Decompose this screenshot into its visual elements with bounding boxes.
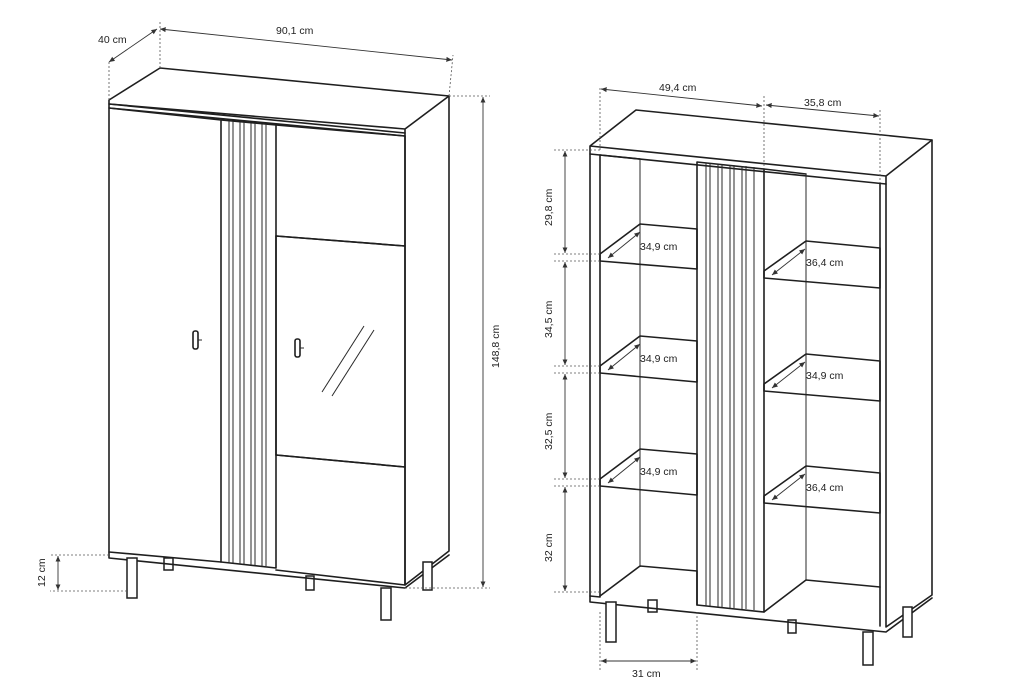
left-shelf-2-depth-label: 34,9 cm <box>640 353 678 365</box>
closed-leg-side-right <box>422 561 433 591</box>
left-door-handle-icon <box>192 330 199 350</box>
left-section-width-line <box>600 87 763 108</box>
depth-dimension-line <box>108 28 158 63</box>
closed-fluted-panel <box>220 119 277 569</box>
closed-cabinet <box>108 67 450 621</box>
leg-height-label: 12 cm <box>36 558 48 587</box>
width-label: 90,1 cm <box>276 25 314 37</box>
left-shelf-1 <box>599 223 698 270</box>
compartment-4-height-label: 32 cm <box>543 533 555 562</box>
closed-leg-front-left <box>126 557 138 599</box>
right-shelf-3-depth-arrow <box>771 473 806 501</box>
bottom-width-label: 31 cm <box>632 668 661 680</box>
closed-leg-back-right <box>305 575 315 591</box>
right-shelf-1 <box>763 240 881 289</box>
open-top-slab <box>589 109 933 185</box>
right-section-width-line <box>765 103 880 118</box>
compartment-2-height-label: 34,5 cm <box>543 300 555 338</box>
open-cabinet-dimensions: 49,4 cm 35,8 cm 29,8 cm 34,5 cm 32,5 cm … <box>543 82 881 680</box>
left-shelf-3-depth-arrow <box>607 456 641 484</box>
open-leg-side-right <box>902 606 913 638</box>
left-section-width-label: 49,4 cm <box>659 82 697 94</box>
width-dimension-line <box>159 27 453 62</box>
right-bottom-floor <box>763 579 881 613</box>
closed-left-door <box>108 107 222 563</box>
glass-reflection-line <box>321 325 365 393</box>
open-cabinet <box>589 109 933 666</box>
closed-right-door-top <box>275 124 406 247</box>
open-leg-back-left <box>647 599 658 613</box>
left-shelf-1-depth-arrow <box>607 231 641 259</box>
open-back-right <box>763 168 807 175</box>
left-shelf-2 <box>599 335 698 383</box>
open-side-panel <box>885 139 933 628</box>
right-shelf-2-depth-arrow <box>771 361 806 389</box>
left-bottom-floor <box>599 565 698 606</box>
open-left-side <box>589 153 601 598</box>
right-shelf-1-depth-arrow <box>771 248 806 276</box>
compartment-1-height-label: 29,8 cm <box>543 188 555 226</box>
left-shelf-2-depth-arrow <box>607 343 641 371</box>
open-leg-back-right <box>787 619 797 634</box>
right-shelf-3-depth-label: 36,4 cm <box>806 482 844 494</box>
open-leg-front-left <box>605 601 617 643</box>
left-shelf-3 <box>599 448 698 496</box>
open-back-left <box>599 154 641 160</box>
open-leg-front-right <box>862 631 874 666</box>
closed-right-door-bottom <box>275 454 406 586</box>
closed-cabinet-dimensions: 40 cm 90,1 cm 148,8 cm 12 cm <box>36 22 502 592</box>
closed-side-panel <box>404 95 450 586</box>
left-shelf-1-depth-label: 34,9 cm <box>640 241 678 253</box>
glass-reflection-line <box>331 329 375 397</box>
right-shelf-2 <box>763 353 881 402</box>
left-shelf-3-depth-label: 34,9 cm <box>640 466 678 478</box>
total-height-label: 148,8 cm <box>490 325 502 368</box>
closed-leg-front-right <box>380 587 392 621</box>
right-shelf-3 <box>763 465 881 514</box>
depth-label: 40 cm <box>98 34 127 46</box>
compartment-3-height-label: 32,5 cm <box>543 412 555 450</box>
right-shelf-1-depth-label: 36,4 cm <box>806 257 844 269</box>
closed-top-front-edge <box>108 103 406 134</box>
right-shelf-2-depth-label: 34,9 cm <box>806 370 844 382</box>
open-fluted-panel <box>696 161 765 613</box>
right-door-handle-icon <box>294 338 301 358</box>
right-section-width-label: 35,8 cm <box>804 97 842 109</box>
